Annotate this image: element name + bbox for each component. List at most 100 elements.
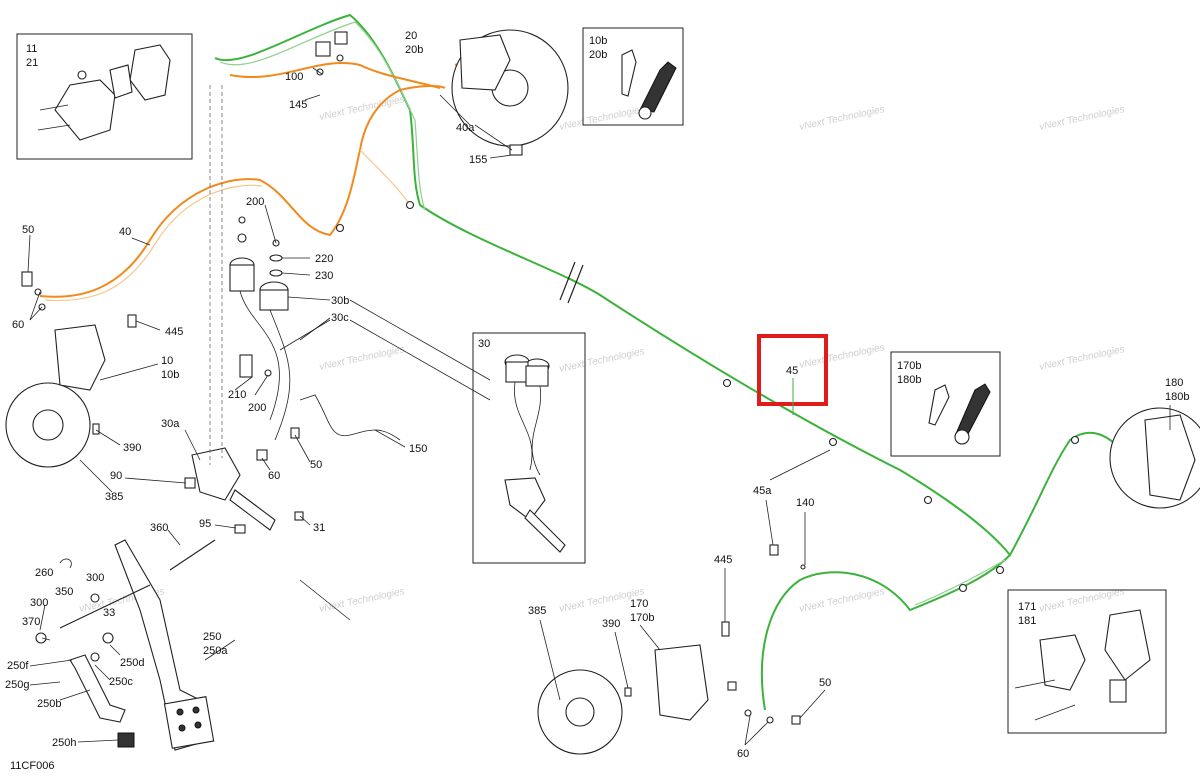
caliper-icon xyxy=(1144,414,1196,501)
callout-390b: 390 xyxy=(602,618,620,630)
washer-icon xyxy=(237,233,247,243)
inset-frame xyxy=(582,27,684,126)
callout-250: 250 xyxy=(203,631,221,643)
callout-30b: 30b xyxy=(331,295,349,307)
bushing-icon xyxy=(90,652,100,662)
rear-left-brake xyxy=(537,544,806,755)
caliper-icon xyxy=(459,34,511,91)
parking-pedal-icon xyxy=(69,654,126,723)
watermark-text: vNext Technologies xyxy=(1038,344,1125,373)
pushrod-icon xyxy=(524,509,566,553)
pedal-cover-icon xyxy=(117,732,135,748)
callout-300: 300 xyxy=(86,572,104,584)
bleeder-screw-icon xyxy=(621,49,637,97)
callout-40a: 40a xyxy=(456,122,475,134)
callout-385b: 385 xyxy=(528,605,546,617)
clip-icon xyxy=(958,583,968,593)
reservoir-body-icon xyxy=(525,365,549,387)
pad-stud-icon xyxy=(194,721,202,729)
callout-171: 171 xyxy=(1018,601,1036,613)
pedal-shaft-icon xyxy=(59,584,151,629)
watermark-text: vNext Technologies xyxy=(798,104,885,133)
rear-right-brake xyxy=(1109,407,1200,509)
master-cylinder-icon xyxy=(504,477,546,521)
front-brake-line-40 xyxy=(39,59,471,302)
clip-icon xyxy=(828,437,838,447)
front-right-brake xyxy=(315,29,569,156)
callout-200: 200 xyxy=(246,196,264,208)
callout-60c: 60 xyxy=(737,748,749,760)
washer-icon xyxy=(34,288,42,296)
bleeder-cap-ring-icon xyxy=(954,429,970,445)
spring-clip-icon xyxy=(1109,679,1127,703)
caliper-icon xyxy=(54,324,106,391)
callout-250b: 250b xyxy=(37,698,61,710)
washer-icon xyxy=(744,709,752,717)
callout-11: 11 xyxy=(26,43,37,55)
nut-icon xyxy=(316,68,324,76)
inset-bleeder-front: 10b 20b xyxy=(582,27,684,126)
brake-light-switch-wire-icon xyxy=(299,394,401,441)
callout-60: 60 xyxy=(12,319,24,331)
diagram-code: 11CF006 xyxy=(10,760,54,772)
pad-stud-icon xyxy=(176,708,184,716)
screw-icon xyxy=(624,687,632,697)
callout-170: 170 xyxy=(630,598,648,610)
line-break-mark xyxy=(559,261,584,304)
circlip-icon xyxy=(102,632,114,644)
callout-10b: 10b xyxy=(589,35,607,47)
callout-180b: 180b xyxy=(1165,391,1189,403)
pin-icon xyxy=(1034,704,1076,721)
callout-20b: 20b xyxy=(405,44,423,56)
clip-icon xyxy=(995,565,1005,575)
callout-250c: 250c xyxy=(109,676,133,688)
clamp-icon xyxy=(334,31,348,45)
pedal-pad-icon xyxy=(163,696,215,749)
callout-30: 30 xyxy=(478,338,490,350)
callout-60b: 60 xyxy=(268,470,280,482)
washer-icon xyxy=(766,716,774,724)
master-cylinder-assembly xyxy=(184,216,401,534)
callout-40: 40 xyxy=(119,226,131,238)
callout-230: 230 xyxy=(315,270,333,282)
callout-220: 220 xyxy=(315,253,333,265)
bolt-icon xyxy=(721,621,730,637)
bushing-icon xyxy=(90,593,100,603)
reservoir-body-icon xyxy=(505,361,529,383)
clamp-icon xyxy=(509,144,523,156)
screw-icon xyxy=(800,564,806,570)
clamp-icon xyxy=(769,544,779,556)
brake-pedal-assembly xyxy=(35,539,216,751)
callout-445b: 445 xyxy=(714,554,732,566)
callout-170b-main: 170b xyxy=(630,612,654,624)
bolt-icon xyxy=(39,104,69,111)
callout-10b: 10b xyxy=(161,369,179,381)
clip-icon xyxy=(923,495,933,505)
clip-icon xyxy=(335,223,345,233)
callout-250g: 250g xyxy=(5,679,29,691)
inset-frame xyxy=(472,332,586,564)
reservoir-hose-icon xyxy=(514,381,542,476)
washer-icon xyxy=(269,254,283,262)
pad-stud-icon xyxy=(192,706,200,714)
bolt-icon xyxy=(37,124,71,131)
brake-pad-icon xyxy=(1039,634,1086,691)
clip-icon xyxy=(722,378,732,388)
callout-95: 95 xyxy=(199,518,211,530)
pivot-guide-lines xyxy=(209,85,223,465)
callout-90: 90 xyxy=(110,470,122,482)
callout-180: 180 xyxy=(1165,377,1183,389)
callout-200b: 200 xyxy=(248,402,266,414)
callout-30a: 30a xyxy=(161,418,180,430)
brake-pad-icon xyxy=(109,64,133,99)
caliper-bracket-icon xyxy=(54,79,116,141)
callout-100: 100 xyxy=(285,71,303,83)
banjo-bolt-icon xyxy=(256,449,268,461)
bleeder-cap-icon xyxy=(639,61,677,113)
banjo-bolt-icon xyxy=(21,271,33,287)
watermark-text: vNext Technologies xyxy=(1038,104,1125,133)
disc-hub-icon xyxy=(32,409,64,441)
callout-labels: 20 20b 100 145 40a 155 50 40 60 200 220 … xyxy=(5,30,1189,772)
callout-30c: 30c xyxy=(331,312,349,324)
